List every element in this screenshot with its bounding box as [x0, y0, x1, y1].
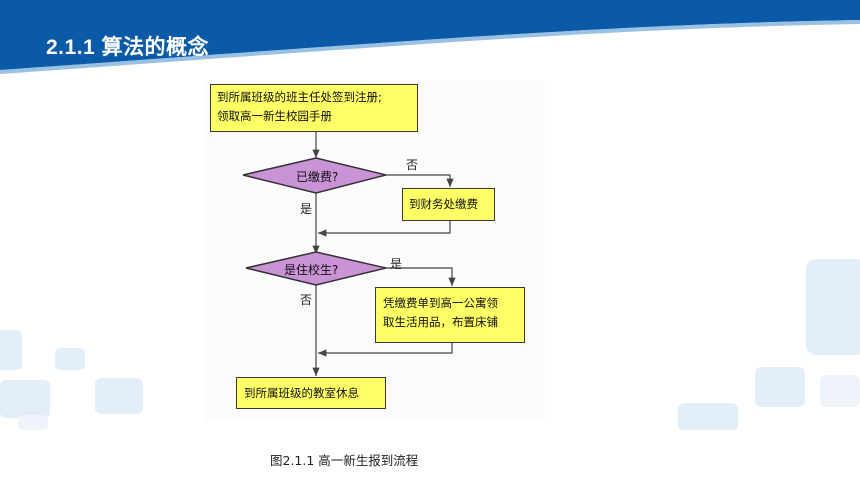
dorm-line-1: 凭缴费单到高一公寓领: [383, 296, 498, 310]
label-paid-yes: 是: [300, 202, 313, 216]
dorm-line-2: 取生活用品，布置床铺: [383, 315, 498, 329]
decision-paid-label: 已缴费?: [296, 170, 339, 184]
figure-caption: 图2.1.1 高一新生报到流程: [270, 453, 419, 468]
arrow-paid-no: [386, 174, 454, 187]
rest-box: 到所属班级的教室休息: [236, 377, 386, 409]
arrow-pay-return: [318, 221, 451, 237]
decision-board-label: 是住校生?: [284, 263, 339, 277]
label-paid-no: 否: [406, 158, 419, 172]
header-banner: 2.1.1 算法的概念: [0, 0, 860, 75]
decor-squares-left: [0, 330, 143, 430]
dorm-box: 凭缴费单到高一公寓领 取生活用品，布置床铺: [375, 287, 525, 343]
pay-box: 到财务处缴费: [402, 188, 495, 221]
label-board-yes: 是: [390, 257, 403, 271]
slide-title: 2.1.1 算法的概念: [46, 36, 210, 59]
label-board-no: 否: [300, 293, 313, 307]
register-box: 到所属班级的班主任处签到注册; 领取高一新生校园手册: [210, 84, 418, 132]
register-line-2: 领取高一新生校园手册: [217, 109, 332, 123]
flowchart-background: [205, 80, 545, 420]
decision-board-diamond: [245, 251, 387, 286]
arrow-board-yes: [386, 267, 456, 286]
rest-box-text: 到所属班级的教室休息: [244, 386, 359, 400]
decision-paid-diamond: [242, 157, 387, 194]
pay-box-text: 到财务处缴费: [409, 197, 478, 211]
arrow-dorm-return: [318, 343, 453, 357]
register-line-1: 到所属班级的班主任处签到注册;: [217, 90, 382, 104]
header-wave-shape: [0, 0, 860, 74]
decor-squares-right: [678, 259, 860, 430]
